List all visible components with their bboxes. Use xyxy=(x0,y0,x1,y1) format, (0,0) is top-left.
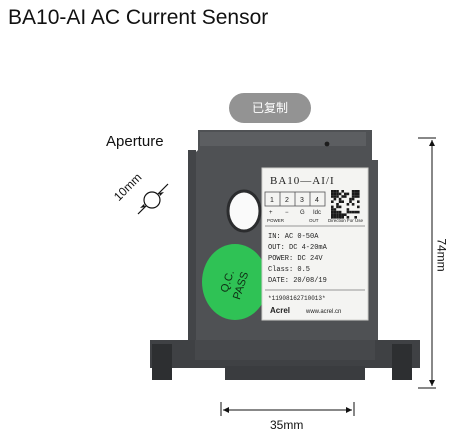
qr-module xyxy=(351,210,355,214)
terminal-sign-3: G xyxy=(300,210,305,216)
height-dimension-line xyxy=(418,137,436,389)
product-label xyxy=(261,167,369,321)
serial-number: *11908162710013* xyxy=(268,295,326,302)
qr-module xyxy=(338,200,342,203)
qr-module xyxy=(331,216,334,219)
qr-module xyxy=(344,192,347,196)
qr-module xyxy=(354,195,357,198)
qr-module xyxy=(331,213,334,216)
qr-module xyxy=(341,190,344,193)
qr-module xyxy=(351,197,355,201)
width-dimension-line xyxy=(220,402,355,416)
out-caption: OUT xyxy=(309,218,319,223)
page-title: BA10-AI AC Current Sensor xyxy=(8,6,269,29)
qr-module xyxy=(349,197,352,201)
qr-module xyxy=(346,203,350,206)
qr-module xyxy=(338,210,342,214)
qr-module xyxy=(336,216,339,219)
qr-module xyxy=(341,213,344,216)
copied-toast: 已复制 xyxy=(229,93,311,123)
qr-module xyxy=(333,210,337,214)
qr-module xyxy=(354,190,357,193)
qr-module xyxy=(341,200,344,203)
qr-module xyxy=(346,192,350,196)
qr-module xyxy=(333,216,337,219)
terminal-1: 1 xyxy=(270,197,274,204)
qr-module xyxy=(351,192,355,196)
qr-module xyxy=(351,190,355,193)
spec-line-class: Class: 0.5 xyxy=(268,266,310,274)
qr-code xyxy=(331,190,360,219)
qr-module xyxy=(349,200,352,203)
qr-module xyxy=(344,213,347,216)
qr-module xyxy=(333,190,337,193)
qr-module xyxy=(341,195,344,198)
aperture-label: Aperture xyxy=(106,133,164,150)
qr-module xyxy=(338,197,342,201)
qr-module xyxy=(336,192,339,196)
qr-module xyxy=(346,210,350,214)
height-label: 74mm xyxy=(434,238,449,272)
spec-line-out: OUT: DC 4-20mA xyxy=(268,244,328,252)
qr-module xyxy=(357,210,360,214)
terminal-sign-1: + xyxy=(269,210,273,216)
qr-module xyxy=(346,216,350,219)
qc-sticker xyxy=(202,244,268,320)
qr-module xyxy=(331,195,334,198)
model-text: BA10—AI/I xyxy=(270,175,335,187)
qr-module xyxy=(333,192,337,196)
qr-module xyxy=(331,205,334,209)
width-label: 35mm xyxy=(270,418,304,432)
qr-module xyxy=(349,210,352,214)
qr-module xyxy=(336,195,339,198)
qr-module xyxy=(354,216,357,219)
aperture-diameter-marker xyxy=(137,183,169,215)
qr-module xyxy=(357,192,360,196)
qr-module xyxy=(357,200,360,203)
qr-module xyxy=(357,205,360,209)
qr-module xyxy=(336,190,339,193)
qr-module xyxy=(338,213,342,216)
qr-module xyxy=(338,192,342,196)
qr-module xyxy=(357,195,360,198)
qr-module xyxy=(341,216,344,219)
terminal-4: 4 xyxy=(315,197,319,204)
qr-module xyxy=(331,210,334,214)
spec-line-power: POWER: DC 24V xyxy=(268,255,323,263)
qr-module xyxy=(351,195,355,198)
terminal-sign-4: Idc xyxy=(313,210,321,216)
qr-module xyxy=(333,195,337,198)
qr-module xyxy=(331,190,334,193)
aperture-hole xyxy=(226,189,262,233)
qr-module xyxy=(351,203,355,206)
qr-module xyxy=(331,192,334,196)
qr-module xyxy=(331,200,334,203)
qr-module xyxy=(354,192,357,196)
brand-name: Acrel xyxy=(270,306,290,315)
qr-module xyxy=(354,210,357,214)
qr-module xyxy=(357,190,360,193)
qr-module xyxy=(338,216,342,219)
qr-module xyxy=(333,208,337,211)
qr-module xyxy=(336,205,339,209)
qr-module xyxy=(331,208,334,211)
power-caption: POWER xyxy=(267,218,285,223)
qr-module xyxy=(336,213,339,216)
qr-module xyxy=(336,210,339,214)
spec-line-in: IN: AC 0-50A xyxy=(268,233,319,241)
qr-module xyxy=(333,197,337,201)
spec-line-date: DATE: 20/08/19 xyxy=(268,277,327,285)
direction-caption: Direction For Use xyxy=(328,218,364,223)
qr-module xyxy=(336,203,339,206)
terminal-2: 2 xyxy=(285,197,289,204)
qr-module xyxy=(333,213,337,216)
terminal-3: 3 xyxy=(300,197,304,204)
qr-module xyxy=(344,195,347,198)
qr-module xyxy=(338,205,342,209)
terminal-sign-2: − xyxy=(285,210,289,216)
website-text: www.acrel.cn xyxy=(305,309,341,315)
qr-module xyxy=(346,208,350,211)
